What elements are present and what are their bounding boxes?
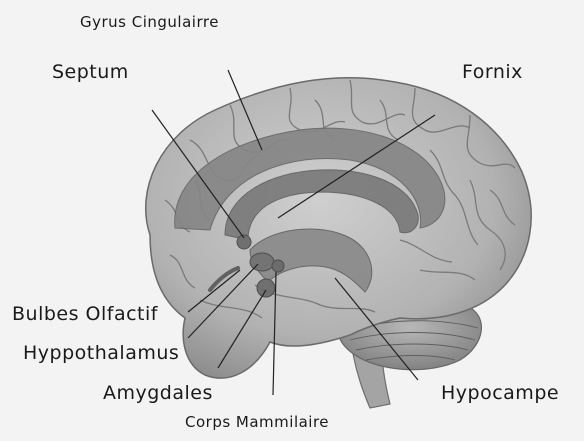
mammillary-node — [272, 260, 284, 272]
label-hypocampe: Hypocampe — [441, 382, 559, 404]
label-bulbes-olfactif: Bulbes Olfactif — [12, 303, 158, 325]
label-septum: Septum — [52, 61, 129, 83]
label-gyrus-cingulaire: Gyrus Cingulairre — [80, 13, 219, 31]
label-hypothalamus: Hyppothalamus — [23, 342, 179, 364]
amygdala-node — [257, 279, 275, 297]
label-amygdales: Amygdales — [103, 382, 213, 404]
label-corps-mammilaire: Corps Mammilaire — [185, 413, 329, 431]
label-fornix: Fornix — [462, 61, 523, 83]
